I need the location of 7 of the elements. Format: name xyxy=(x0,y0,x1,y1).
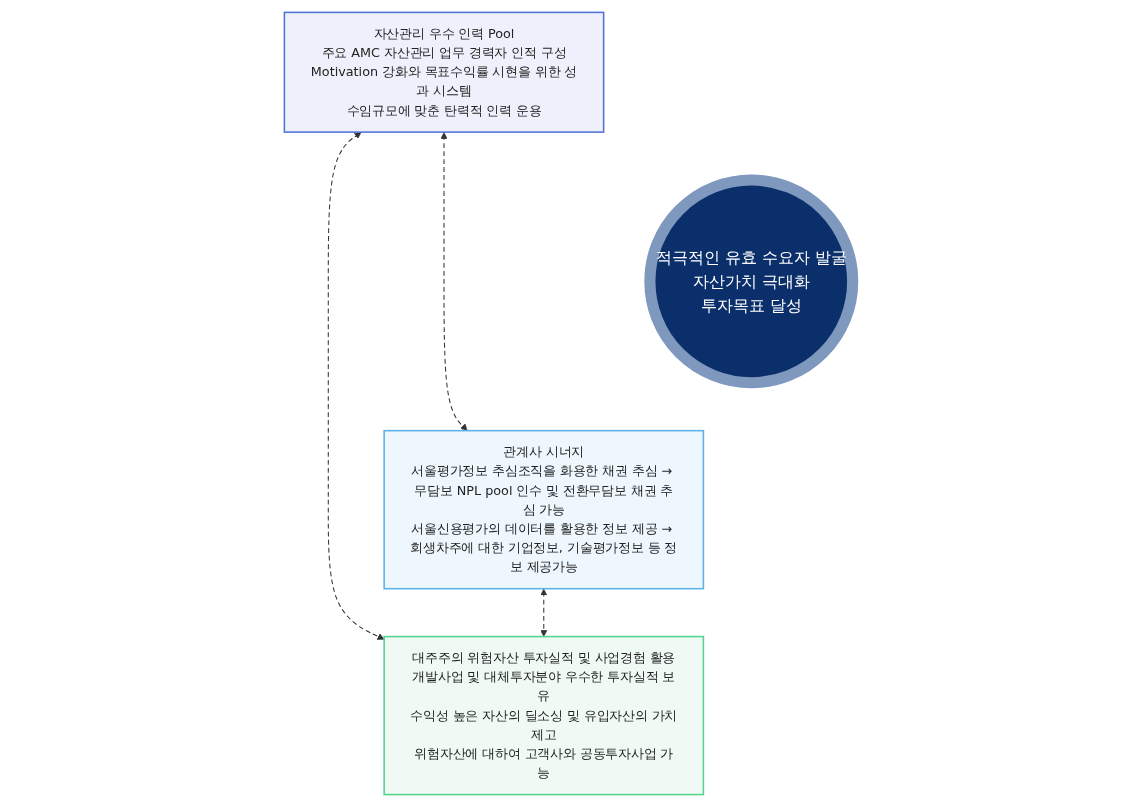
node-box: 대주주의 위험자산 투자실적 및 사업경험 활용 개발사업 및 대체투자분야 우수한 투자실적 보유 수익성 높은 자산의 딜소싱 및 유입자산의 가치제고 위험자산에 대하여 고객사와 공동투자사업 가능 xyxy=(383,635,705,796)
node-box: 자산관리 우수 인력 Pool 주요 AMC 자산관리 업무 경력자 인적 구성 Motivation 강화와 목표수익률 시현을 위한 성과 시스템 수임규모에 맞춘 탄력적 인력 운용 xyxy=(284,11,605,133)
arrow xyxy=(328,131,385,640)
arrow xyxy=(440,132,468,431)
arrow xyxy=(540,588,548,637)
node-circle: 적극적인 유효 수요자 발굴 자산가치 극대화 투자목표 달성 xyxy=(644,174,859,389)
node-box: 관계사 시너지 서울평가정보 추심조직을 화용한 채권 추심 → 무담보 NPL pool 인수 및 전환무담보 채권 추심 가능 서울신용평가의 데이터를 활용한 정보 제공 → 회생차주에 대한 기업정보, 기술평가정보 등 정보 제공가능 xyxy=(383,429,705,590)
